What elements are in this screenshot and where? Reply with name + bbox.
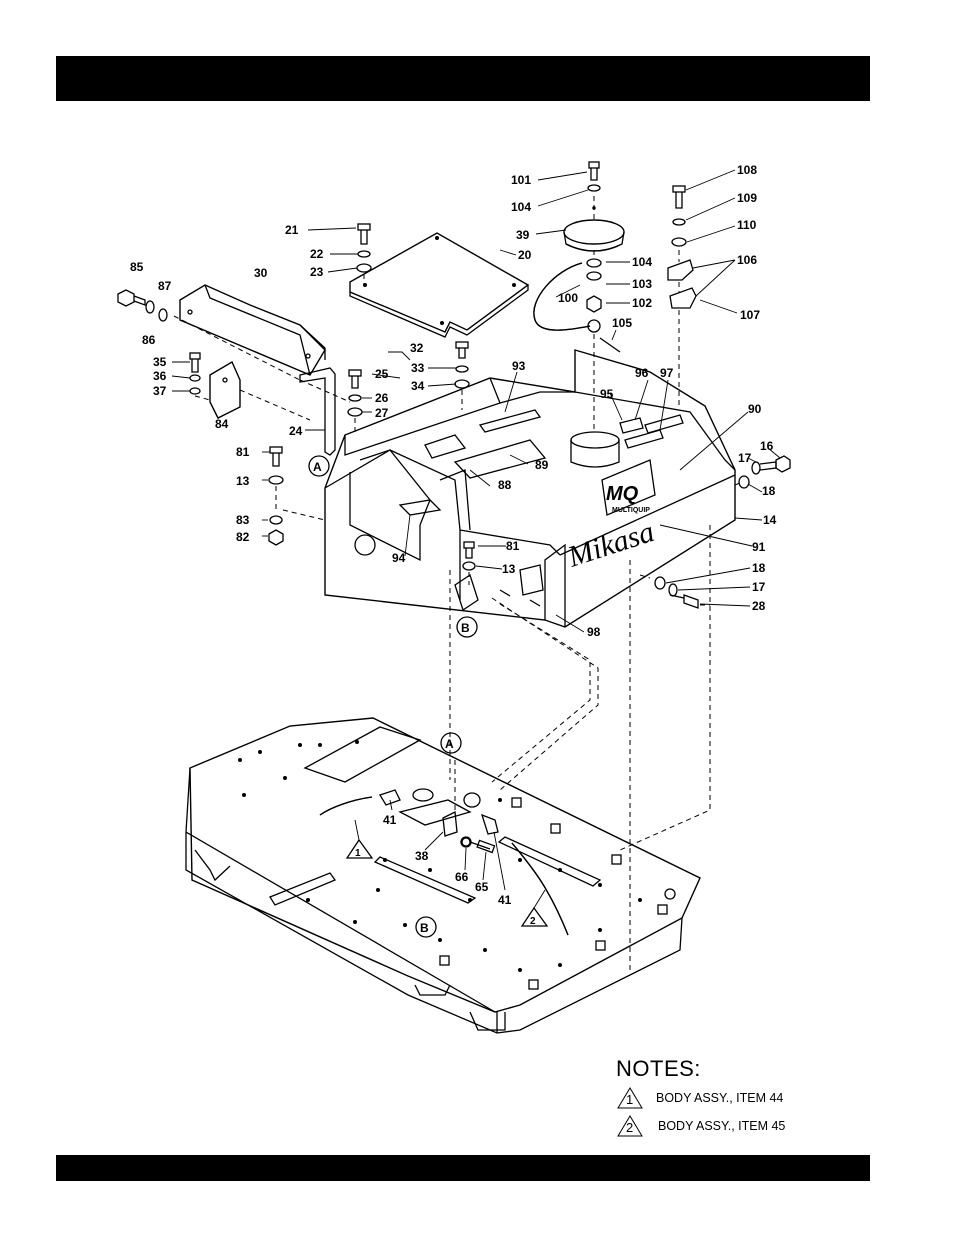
note-marker-1: 1 [355,848,361,859]
callout-104: 104 [511,200,531,214]
callout-83: 83 [236,513,250,527]
base-plate [186,718,700,1033]
bracket-24 [300,368,335,455]
ref-letter-b-upper: B [461,621,470,635]
callout-39: 39 [516,228,530,242]
callout-104b: 104 [632,255,652,269]
callout-30: 30 [254,266,268,280]
cover-panel [350,233,528,337]
callout-96: 96 [635,366,649,380]
callout-26: 26 [375,391,389,405]
triangle-marker-icon: 1 [616,1086,644,1110]
callout-87: 87 [158,279,172,293]
callout-34: 34 [411,379,425,393]
callout-65: 65 [475,880,489,894]
callout-90: 90 [748,402,762,416]
callout-22: 22 [310,247,324,261]
callout-41b: 41 [498,893,512,907]
callout-17b: 17 [752,580,766,594]
callout-33: 33 [411,361,425,375]
ref-letter-a-lower: A [445,737,454,751]
callout-21: 21 [285,223,299,237]
callout-66: 66 [455,870,469,884]
callout-107: 107 [740,308,760,322]
callout-17: 17 [738,451,752,465]
ref-letter-a-upper: A [313,460,322,474]
callout-23: 23 [310,265,324,279]
bracket-84 [210,362,240,418]
callout-81: 81 [236,445,250,459]
callout-103: 103 [632,277,652,291]
callout-81b: 81 [506,539,520,553]
footer-bar [56,1155,870,1181]
callout-93: 93 [512,359,526,373]
ref-letter-b-lower: B [420,921,429,935]
callout-28: 28 [752,599,766,613]
callout-88: 88 [498,478,512,492]
callout-27: 27 [375,406,389,420]
callout-106: 106 [737,253,757,267]
callout-35: 35 [153,355,167,369]
callout-13b: 13 [502,562,516,576]
callout-14: 14 [763,513,777,527]
notes-title: NOTES: [616,1056,876,1082]
note-item-2-text: BODY ASSY., ITEM 45 [658,1119,785,1133]
callout-95: 95 [600,387,614,401]
callout-91: 91 [752,540,766,554]
callout-102: 102 [632,296,652,310]
callout-82: 82 [236,530,250,544]
callout-101: 101 [511,173,531,187]
fuel-cap [564,207,624,251]
callout-24: 24 [289,424,303,438]
callout-38: 38 [415,849,429,863]
callout-108: 108 [737,163,757,177]
callout-13: 13 [236,474,250,488]
multiquip-logo-text: MULTIQUIP [612,507,650,514]
callout-36: 36 [153,369,167,383]
callout-18b: 18 [752,561,766,575]
callout-16: 16 [760,439,774,453]
callout-32: 32 [410,341,424,355]
mq-logo-text: MQ [606,483,639,505]
callout-84: 84 [215,417,229,431]
callout-85: 85 [130,260,144,274]
callout-20: 20 [518,248,532,262]
callout-100: 100 [558,291,578,305]
callout-86: 86 [142,333,156,347]
callout-94: 94 [392,551,406,565]
callout-18: 18 [762,484,776,498]
callout-37: 37 [153,384,167,398]
notes-section: NOTES: 1 BODY ASSY., ITEM 44 2 BODY ASSY… [616,1056,876,1088]
callout-105: 105 [612,316,632,330]
callout-97: 97 [660,366,674,380]
callout-109: 109 [737,191,757,205]
note-marker-2: 2 [530,916,536,927]
callout-110: 110 [737,218,757,232]
callout-98: 98 [587,625,601,639]
note-item-1-marker: 1 [626,1092,633,1107]
note-item-2-marker: 2 [626,1120,633,1135]
callout-41: 41 [383,813,397,827]
callout-89: 89 [535,458,549,472]
callout-25: 25 [375,367,389,381]
note-item-1-text: BODY ASSY., ITEM 44 [656,1091,783,1105]
triangle-marker-icon: 2 [616,1114,644,1138]
